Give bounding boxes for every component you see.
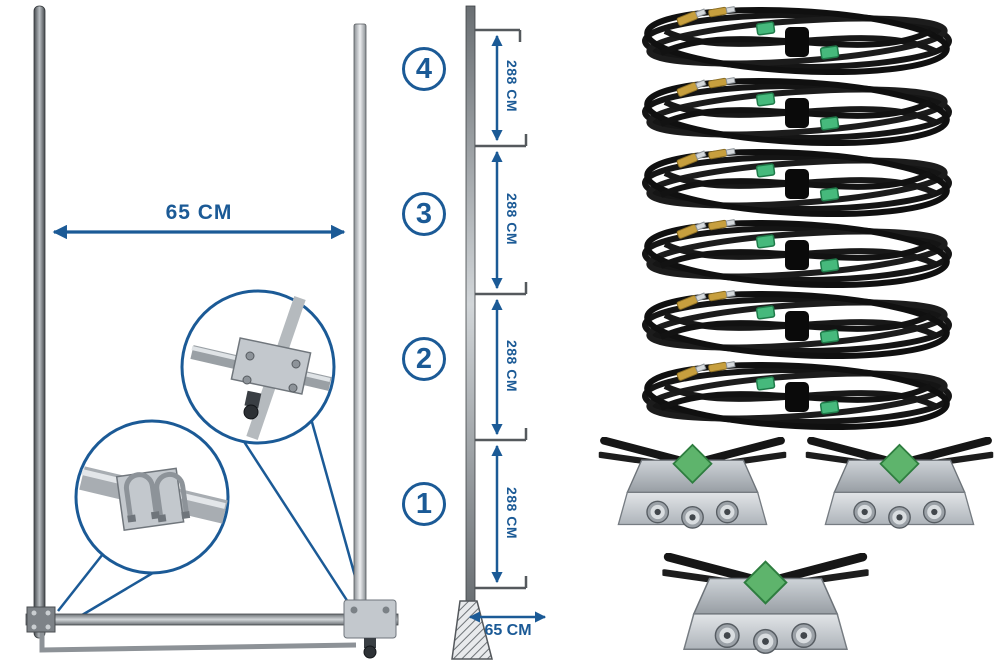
- coax-cable-photo: [625, 218, 965, 288]
- segment-length-label: 288 CM: [504, 192, 520, 246]
- feed-bracket: [343, 599, 397, 639]
- clamp-detail-callout: [74, 419, 230, 575]
- segment-number-2: 2: [402, 337, 446, 381]
- coax-cable-photo: [625, 289, 965, 359]
- dipole-bracket-photo: [595, 437, 790, 537]
- rf-connector: [363, 645, 377, 659]
- segment-number-1: 1: [402, 482, 446, 526]
- boom-assembly: [25, 599, 399, 659]
- segment-number-4: 4: [402, 47, 446, 91]
- segment-length-label: 288 CM: [504, 486, 520, 540]
- coax-cable-photo: [625, 360, 965, 430]
- dipole-bracket-photo: [658, 553, 873, 663]
- segment-length-label: 288 CM: [504, 339, 520, 393]
- coax-cable-photo: [625, 76, 965, 146]
- balun-wedge: [451, 600, 493, 660]
- coax-cable-photo: [625, 147, 965, 217]
- right-mast: [353, 23, 367, 611]
- left-mast: [33, 5, 46, 639]
- dipole-bracket-photo: [802, 437, 997, 537]
- segment-number-3: 3: [402, 192, 446, 236]
- mast-spacing-label: 65 CM: [165, 201, 233, 224]
- base-width-label: 65 CM: [484, 622, 532, 639]
- bracket-detail-callout: [180, 289, 336, 445]
- element-stubs: [475, 28, 528, 590]
- coax-cable-photo: [625, 5, 965, 75]
- segment-length-label: 288 CM: [504, 59, 520, 113]
